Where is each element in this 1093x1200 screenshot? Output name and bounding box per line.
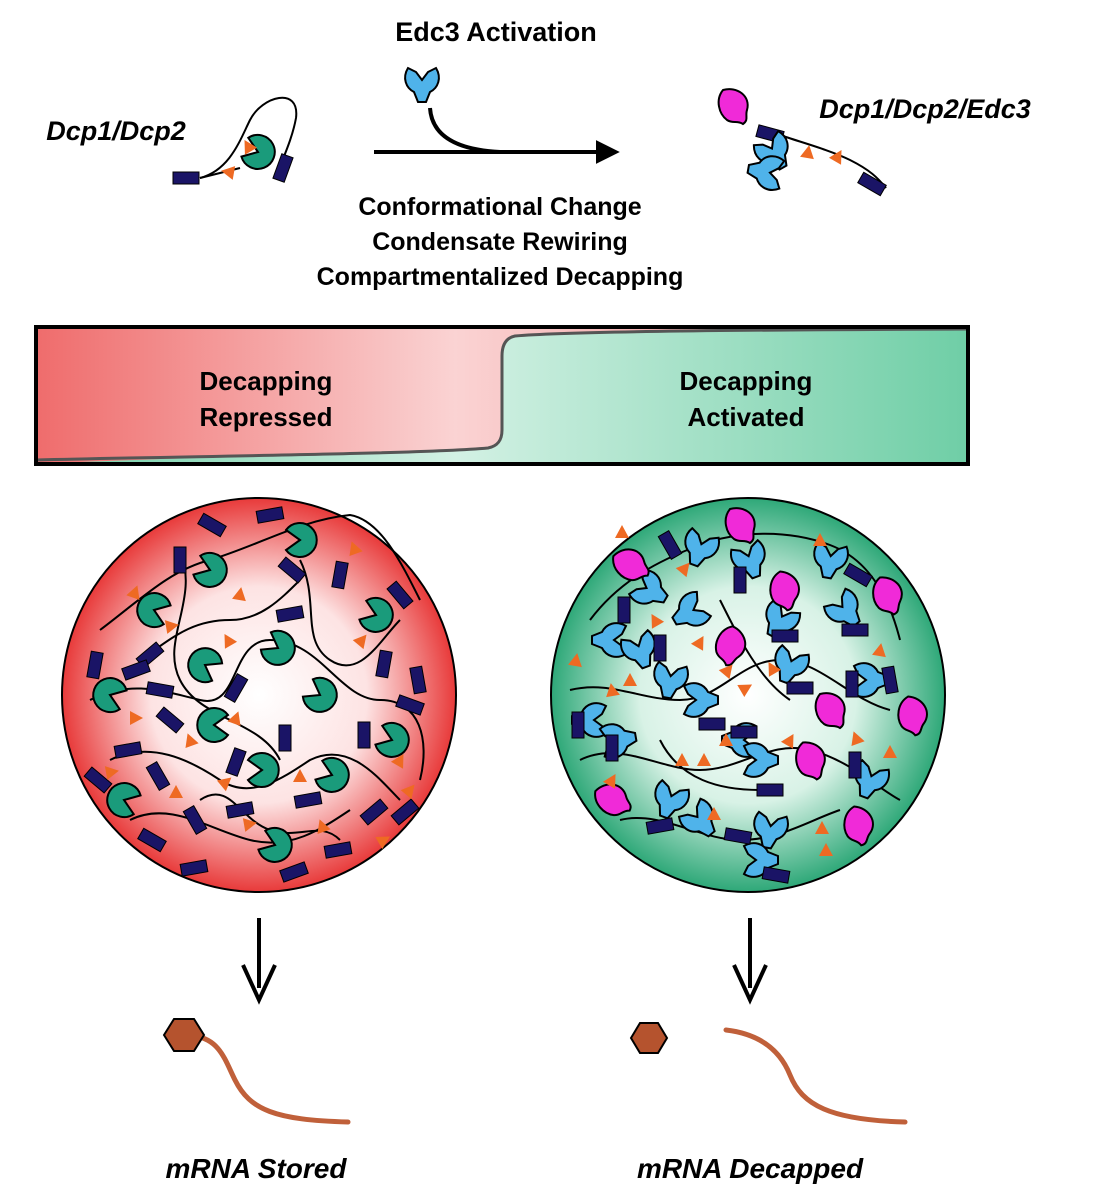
- decapping-state-bar: [34, 325, 970, 466]
- effect-1: Conformational Change: [358, 193, 641, 221]
- mrna-stored-label: mRNA Stored: [166, 1153, 348, 1184]
- down-arrow-right: [732, 918, 768, 1005]
- effect-3: Compartmentalized Decapping: [317, 263, 684, 291]
- activation-arrow: [374, 107, 620, 164]
- down-arrow-left: [241, 918, 277, 1005]
- dcp1-dcp2-complex-icon: [172, 96, 298, 185]
- repressed-condensate: [61, 497, 457, 893]
- mrna-stored-icon: [162, 1018, 351, 1125]
- left-complex-label: Dcp1/Dcp2: [46, 116, 186, 146]
- mrna-decapped-icon: [629, 1022, 908, 1125]
- mrna-decapped-label: mRNA Decapped: [637, 1153, 864, 1184]
- right-complex-label: Dcp1/Dcp2/Edc3: [819, 94, 1031, 124]
- activated-label-line1: Decapping: [680, 366, 813, 396]
- activated-label-line2: Activated: [687, 402, 804, 432]
- effect-2: Condensate Rewiring: [372, 228, 628, 256]
- repressed-label-line2: Repressed: [200, 402, 333, 432]
- repressed-label-line1: Decapping: [200, 366, 333, 396]
- edc3-dimer-icon: [404, 67, 440, 103]
- activated-condensate: [550, 497, 946, 893]
- dcp1-dcp2-edc3-complex-icon: [717, 88, 887, 197]
- edc3-activation-label: Edc3 Activation: [395, 17, 597, 47]
